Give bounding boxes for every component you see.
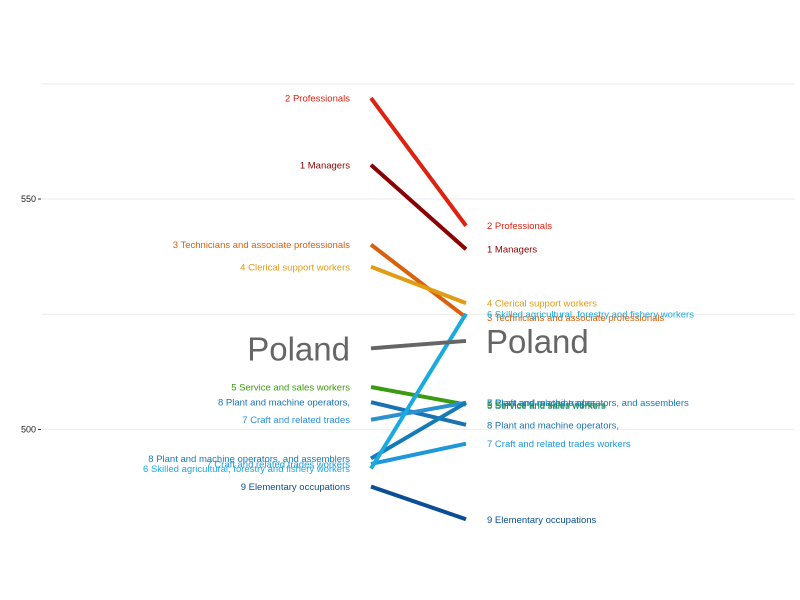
series-label-right: 1 Managers — [487, 245, 537, 256]
series-label-right: 5 Service and sales workers — [487, 400, 606, 411]
series-label-left: 3 Technicians and associate professional… — [173, 240, 351, 251]
series-line — [369, 243, 468, 320]
series-label-right: 8 Plant and machine operators, and assem… — [487, 398, 689, 409]
series-line — [370, 385, 467, 407]
highlight-label-right: Poland — [486, 323, 589, 360]
series-line — [370, 441, 467, 466]
series-line — [370, 400, 467, 427]
series-label-left: 2 Professionals — [285, 94, 350, 105]
series-label-left: 1 Managers — [300, 160, 350, 171]
series-label-right: 4 Clerical support workers — [487, 299, 597, 310]
series-label-right: 3 Technicians and associate professional… — [487, 313, 665, 324]
series-label-right: 6 Skilled agricultural, forestry and fis… — [487, 309, 694, 320]
series-label-right: 5 Service and sales workers — [487, 401, 606, 412]
y-axis: 500 550 — [21, 194, 41, 434]
series-label-left: 7 Craft and related trades workers — [206, 459, 350, 470]
series-label-right: 9 Elementary occupations — [487, 515, 597, 526]
series-label-left: 8 Plant and machine operators, and assem… — [148, 454, 350, 465]
series-line — [369, 312, 468, 470]
grid-layer — [42, 83, 795, 430]
y-tick-label: 500 — [21, 424, 36, 434]
series-line — [370, 484, 467, 522]
series-line — [370, 264, 467, 306]
series-lines — [369, 96, 468, 522]
series-label-left: 4 Clerical support workers — [240, 262, 350, 273]
highlight-label-left: Poland — [247, 330, 350, 367]
series-label-left: 5 Service and sales workers — [231, 383, 350, 394]
highlight-line — [370, 338, 467, 351]
series-label-right: 7 Craft and related trades workers — [487, 439, 631, 450]
series-line — [369, 400, 468, 461]
series-line — [370, 400, 467, 422]
series-line — [369, 96, 468, 227]
series-label-right: 7 Craft and related trades — [487, 398, 595, 409]
series-label-right: 2 Professionals — [487, 221, 552, 232]
series-label-left: 8 Plant and machine operators, — [218, 398, 350, 409]
series-label-right: 8 Plant and machine operators, — [487, 420, 619, 431]
series-labels: 2 Professionals 2 Professionals 1 Managers… — [143, 94, 694, 526]
y-tick-label: 550 — [21, 194, 36, 204]
series-label-left: 9 Elementary occupations — [241, 482, 351, 493]
series-line — [369, 163, 468, 251]
series-label-left: 7 Craft and related trades — [242, 415, 350, 426]
series-label-left: 6 Skilled agricultural, forestry and fis… — [143, 464, 350, 475]
